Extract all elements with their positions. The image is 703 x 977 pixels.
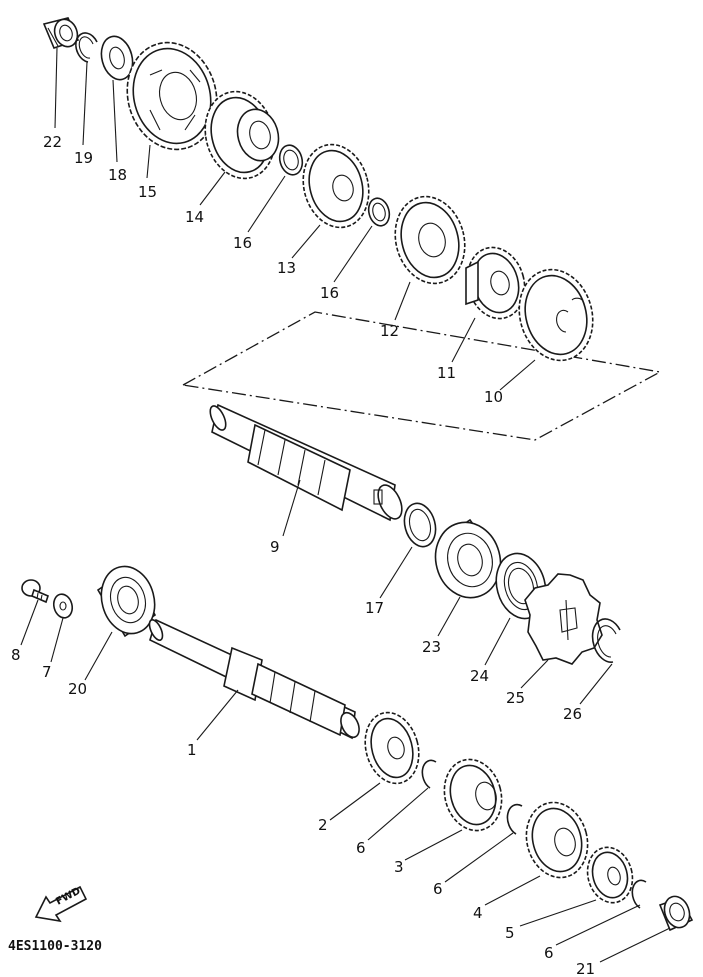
part-1-main-axle <box>148 618 360 740</box>
callout-21: 21 <box>576 960 595 977</box>
part-6-circlip-c <box>631 879 647 909</box>
callout-16-lower: 16 <box>320 284 339 302</box>
part-13-gear <box>302 143 370 229</box>
callout-23: 23 <box>422 638 441 656</box>
callout-16-upper: 16 <box>233 234 252 252</box>
part-9-drive-axle <box>209 403 403 522</box>
part-19-circlip <box>75 32 98 63</box>
leader-lines <box>20 47 671 963</box>
callout-20: 20 <box>68 680 87 698</box>
part-8-bolt <box>21 579 49 604</box>
part-26-circlip <box>591 618 621 663</box>
callout-12: 12 <box>380 322 399 340</box>
part-11-gear <box>465 246 526 320</box>
part-20-bearing <box>96 565 157 638</box>
callout-18: 18 <box>108 166 127 184</box>
part-4-gear <box>525 801 589 879</box>
callout-19: 19 <box>74 149 93 167</box>
callout-8: 8 <box>11 646 21 664</box>
callout-6-a: 6 <box>356 839 366 857</box>
part-16-circlip-upper <box>278 144 304 176</box>
callout-9: 9 <box>270 538 280 556</box>
part-16-circlip-lower <box>367 197 391 227</box>
part-3-gear <box>443 758 503 832</box>
part-21-bearing <box>658 895 694 932</box>
part-17-washer <box>403 502 437 548</box>
part-15-gear <box>126 41 218 151</box>
part-7-washer <box>52 593 74 619</box>
callout-25: 25 <box>506 689 525 707</box>
callout-7: 7 <box>42 663 52 681</box>
callout-17: 17 <box>365 599 384 617</box>
callout-14: 14 <box>185 208 204 226</box>
callout-24: 24 <box>470 667 489 685</box>
callout-10: 10 <box>484 388 503 406</box>
callout-4: 4 <box>473 904 483 922</box>
part-6-circlip-b <box>506 803 523 835</box>
part-25-sprocket <box>524 573 603 665</box>
callout-11: 11 <box>437 364 456 382</box>
callout-15: 15 <box>138 183 157 201</box>
part-12-gear <box>394 195 466 285</box>
callout-22: 22 <box>43 133 62 151</box>
callout-6-c: 6 <box>544 944 554 962</box>
part-10-gear <box>518 268 594 362</box>
part-14-gear <box>204 90 280 180</box>
callout-2: 2 <box>318 816 328 834</box>
drawing-code: 4ES1100-3120 <box>8 939 102 954</box>
callout-6-b: 6 <box>433 880 443 898</box>
callout-5: 5 <box>505 924 515 942</box>
callout-1: 1 <box>187 741 197 759</box>
callout-26: 26 <box>563 705 582 723</box>
callout-13: 13 <box>277 259 296 277</box>
callout-3: 3 <box>394 858 404 876</box>
assembly-boundary <box>181 311 662 441</box>
part-23-bearing <box>434 518 507 599</box>
fwd-arrow-icon: FWD <box>34 886 88 923</box>
part-22-needle-bearing <box>42 17 80 49</box>
part-6-circlip-a <box>421 759 437 789</box>
part-18-washer <box>100 35 134 81</box>
part-2-gear <box>364 711 420 785</box>
part-5-gear <box>586 846 634 904</box>
